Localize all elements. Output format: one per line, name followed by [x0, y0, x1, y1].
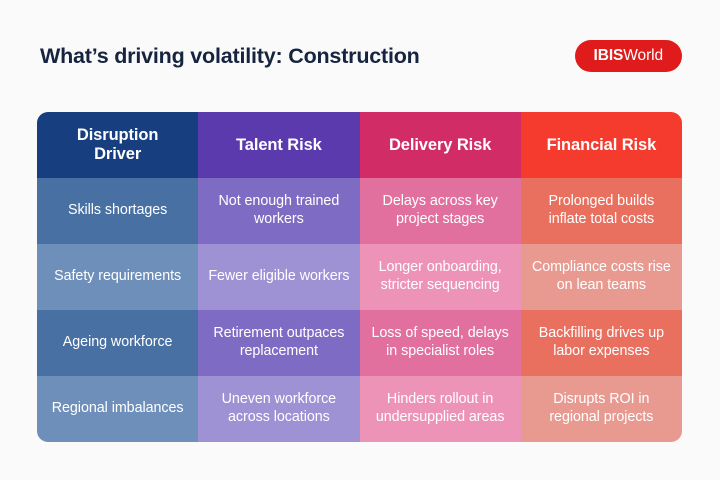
cell-talent-risk: Retirement outpaces replacement — [198, 310, 360, 376]
cell-financial-risk: Prolonged builds inflate total costs — [520, 178, 682, 244]
cell-driver: Safety requirements — [37, 244, 199, 310]
table-body: Skills shortages Not enough trained work… — [37, 178, 682, 442]
column-header-talent-risk: Talent Risk — [198, 112, 360, 178]
risk-matrix-table-container: Disruption Driver Talent Risk Delivery R… — [37, 112, 682, 442]
column-header-line-2: Driver — [94, 145, 142, 163]
cell-delivery-risk: Longer onboarding, stricter sequencing — [359, 244, 521, 310]
cell-financial-risk: Backfilling drives up labor expenses — [520, 310, 682, 376]
logo-text-primary: IBIS — [593, 47, 624, 65]
cell-delivery-risk: Hinders rollout in undersupplied areas — [359, 376, 521, 442]
cell-talent-risk: Uneven workforce across locations — [198, 376, 360, 442]
table-row: Skills shortages Not enough trained work… — [37, 178, 682, 244]
cell-driver: Skills shortages — [37, 178, 199, 244]
table-header-row: Disruption Driver Talent Risk Delivery R… — [37, 112, 682, 178]
column-header-delivery-risk: Delivery Risk — [359, 112, 521, 178]
table-row: Safety requirements Fewer eligible worke… — [37, 244, 682, 310]
cell-driver: Ageing workforce — [37, 310, 199, 376]
column-header-line-1: Disruption — [76, 126, 159, 145]
slide-header: What’s driving volatility: Construction … — [0, 0, 720, 112]
cell-delivery-risk: Loss of speed, delays in specialist role… — [359, 310, 521, 376]
cell-talent-risk: Fewer eligible workers — [198, 244, 360, 310]
column-header-disruption-driver: Disruption Driver — [37, 112, 199, 178]
table-header: Disruption Driver Talent Risk Delivery R… — [37, 112, 682, 178]
risk-matrix-table: Disruption Driver Talent Risk Delivery R… — [37, 112, 682, 442]
table-row: Ageing workforce Retirement outpaces rep… — [37, 310, 682, 376]
cell-driver: Regional imbalances — [37, 376, 199, 442]
cell-delivery-risk: Delays across key project stages — [359, 178, 521, 244]
cell-financial-risk: Disrupts ROI in regional projects — [520, 376, 682, 442]
logo-text-secondary: World — [623, 47, 663, 65]
page-title: What’s driving volatility: Construction — [40, 43, 420, 68]
cell-talent-risk: Not enough trained workers — [198, 178, 360, 244]
cell-financial-risk: Compliance costs rise on lean teams — [520, 244, 682, 310]
table-row: Regional imbalances Uneven workforce acr… — [37, 376, 682, 442]
column-header-financial-risk: Financial Risk — [520, 112, 682, 178]
